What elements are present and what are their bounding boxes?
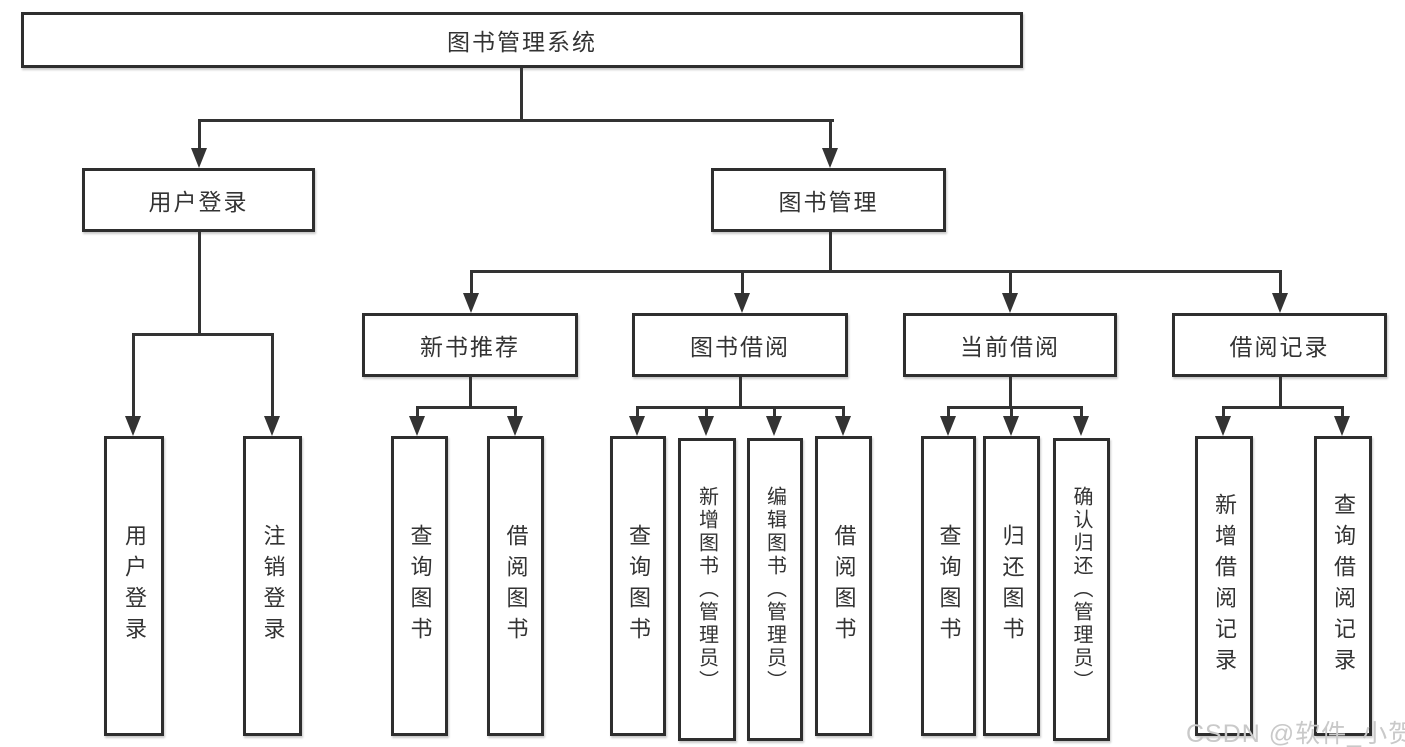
arrow-down-icon [1073, 416, 1089, 436]
leaf-newbook-query-books: 查询图书 [391, 436, 448, 736]
arrow-down-icon [766, 416, 782, 436]
connector-stem [470, 271, 473, 297]
connector-stem [1009, 271, 1012, 297]
connector-borrowrecord-distributor [1222, 406, 1344, 409]
arrow-down-icon [1002, 293, 1018, 313]
node-borrow-records: 借阅记录 [1172, 313, 1387, 377]
node-user-login: 用户登录 [82, 168, 315, 232]
connector-newbook-distributor [416, 406, 517, 409]
connector-stem [132, 334, 135, 420]
leaf-query-borrow-record-label: 查询借阅记录 [1331, 493, 1356, 679]
leaf-borrowing-query-books-label: 查询图书 [626, 524, 651, 648]
connector-level1-distributor [198, 119, 834, 122]
node-borrow-records-label: 借阅记录 [1229, 334, 1330, 360]
connector-stem [829, 119, 832, 151]
arrow-down-icon [191, 148, 207, 168]
arrow-down-icon [463, 293, 479, 313]
leaf-query-borrow-record: 查询借阅记录 [1314, 436, 1372, 736]
connector-stem [636, 407, 639, 421]
arrow-down-icon [835, 416, 851, 436]
connector-currentborrow-drop [1009, 377, 1012, 408]
leaf-return-books: 归还图书 [983, 436, 1040, 736]
leaf-newbook-borrow-books-label: 借阅图书 [503, 524, 529, 648]
node-book-management: 图书管理 [711, 168, 946, 232]
connector-bookborrow-drop [739, 377, 742, 408]
arrow-down-icon [507, 416, 523, 436]
connector-stem [842, 407, 845, 421]
connector-stem [198, 119, 201, 151]
leaf-add-borrow-record-label: 新增借阅记录 [1212, 493, 1237, 679]
leaf-confirm-return-admin-label: 确认归还（管理员） [1070, 486, 1092, 693]
connector-bookmgmt-drop [829, 232, 832, 273]
connector-newbook-drop [469, 376, 472, 408]
connector-stem [773, 407, 776, 421]
leaf-user-login: 用户登录 [104, 436, 164, 736]
arrow-down-icon [734, 293, 750, 313]
node-book-management-label: 图书管理 [778, 189, 879, 215]
connector-stem [1010, 407, 1013, 421]
connector-stem [271, 334, 274, 420]
connector-currentborrow-distributor [947, 406, 1083, 409]
leaf-current-query-books-label: 查询图书 [936, 524, 962, 648]
leaf-newbook-query-books-label: 查询图书 [407, 524, 433, 648]
leaf-logout: 注销登录 [243, 436, 302, 736]
connector-stem [947, 407, 950, 421]
leaf-borrowing-query-books: 查询图书 [610, 436, 666, 736]
arrow-down-icon [1003, 416, 1019, 436]
node-current-borrowing: 当前借阅 [903, 313, 1117, 377]
connector-borrowrecord-drop [1279, 377, 1282, 408]
leaf-logout-label: 注销登录 [260, 524, 286, 648]
connector-stem [1080, 407, 1083, 421]
connector-level2-distributor [470, 270, 1282, 273]
leaf-edit-books-admin-label: 编辑图书（管理员） [763, 486, 786, 693]
leaf-borrowing-borrow-books-label: 借阅图书 [831, 524, 857, 648]
leaf-user-login-label: 用户登录 [122, 524, 147, 648]
arrow-down-icon [822, 148, 838, 168]
node-book-borrowing: 图书借阅 [632, 313, 848, 377]
node-library-system: 图书管理系统 [21, 12, 1023, 68]
arrow-down-icon [1215, 416, 1231, 436]
arrow-down-icon [698, 416, 714, 436]
connector-bookborrow-distributor [636, 406, 845, 409]
arrow-down-icon [629, 416, 645, 436]
connector-userlogin-drop [198, 232, 201, 335]
node-library-system-label: 图书管理系统 [447, 29, 597, 55]
arrow-down-icon [940, 416, 956, 436]
leaf-current-query-books: 查询图书 [921, 436, 976, 736]
leaf-add-books-admin-label: 新增图书（管理员） [695, 486, 718, 693]
node-new-book-recommend-label: 新书推荐 [420, 334, 520, 360]
node-user-login-label: 用户登录 [148, 189, 249, 215]
leaf-borrowing-borrow-books: 借阅图书 [815, 436, 872, 736]
connector-stem [1341, 407, 1344, 421]
node-current-borrowing-label: 当前借阅 [960, 334, 1060, 360]
leaf-confirm-return-admin: 确认归还（管理员） [1053, 438, 1110, 741]
arrow-down-icon [1272, 293, 1288, 313]
connector-stem [1279, 271, 1282, 297]
connector-stem [514, 407, 517, 421]
leaf-return-books-label: 归还图书 [999, 524, 1025, 648]
arrow-down-icon [264, 416, 280, 436]
leaf-edit-books-admin: 编辑图书（管理员） [747, 438, 803, 741]
connector-stem [705, 407, 708, 421]
connector-root-drop [520, 68, 523, 121]
arrow-down-icon [125, 416, 141, 436]
connector-userlogin-distributor [132, 333, 274, 336]
leaf-newbook-borrow-books: 借阅图书 [487, 436, 544, 736]
connector-stem [741, 271, 744, 297]
leaf-add-borrow-record: 新增借阅记录 [1195, 436, 1253, 736]
connector-stem [416, 407, 419, 421]
node-new-book-recommend: 新书推荐 [362, 313, 578, 377]
leaf-add-books-admin: 新增图书（管理员） [678, 438, 736, 741]
arrow-down-icon [1334, 416, 1350, 436]
arrow-down-icon [409, 416, 425, 436]
connector-stem [1222, 407, 1225, 421]
csdn-watermark: CSDN @软件_小贺同学 [1186, 720, 1405, 747]
node-book-borrowing-label: 图书借阅 [690, 334, 790, 360]
